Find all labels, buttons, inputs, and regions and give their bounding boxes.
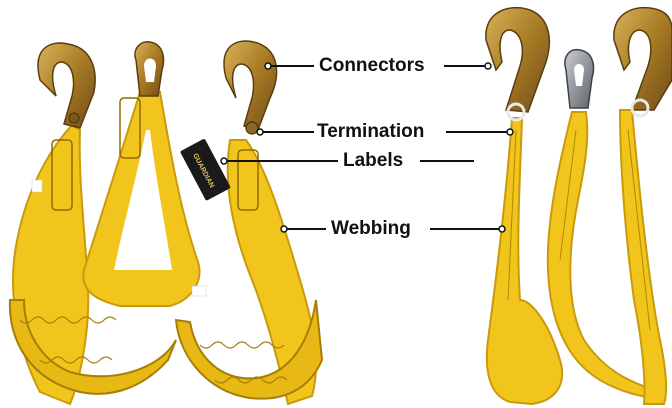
right-lanyard-silver-snap-hook (565, 50, 594, 108)
right-lanyard-right-strap (620, 110, 666, 404)
webbing-dot-left (281, 226, 287, 232)
left-marker-band (32, 180, 42, 192)
left-shock-absorbing-lanyard: GUARDIAN (10, 41, 322, 404)
webbing-label: Webbing (328, 218, 414, 240)
connectors-label: Connectors (316, 55, 428, 77)
brand-label: GUARDIAN (180, 138, 231, 201)
connectors-dot-left (265, 63, 271, 69)
connectors-dot-right (485, 63, 491, 69)
webbing-dot-right (499, 226, 505, 232)
left-rebar-hook (38, 43, 95, 128)
labels-dot-left (221, 158, 227, 164)
center-snap-hook (135, 42, 164, 96)
right-lanyard-right-hook (614, 8, 672, 116)
termination-label: Termination (314, 121, 427, 143)
right-rebar-hook (224, 41, 277, 134)
termination-dot-left (257, 129, 263, 135)
termination-dot-right (507, 129, 513, 135)
right-marker-band (192, 286, 206, 296)
right-lanyard-left-hook (486, 8, 549, 120)
labels-label: Labels (340, 150, 406, 172)
right-web-lanyard (486, 8, 672, 404)
